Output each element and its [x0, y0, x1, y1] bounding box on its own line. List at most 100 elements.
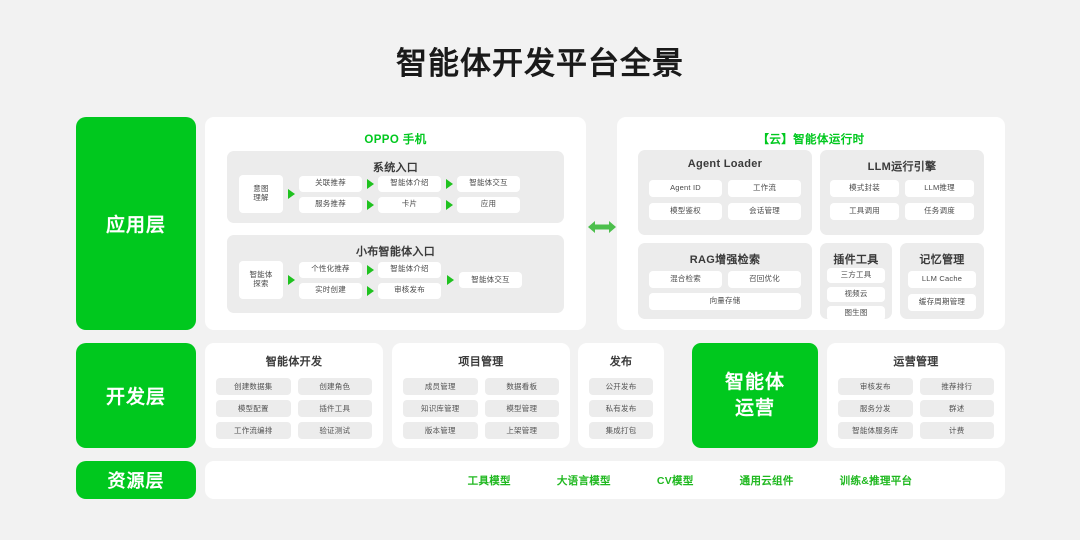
group-rag-retrieval-title: RAG增强检索 [689, 254, 761, 266]
card-project-management-title: 项目管理 [458, 356, 504, 368]
chip-agent-interaction: 智能体交互 [457, 175, 520, 192]
card-project-management: 项目管理 成员管理 数据看板 知识库管理 模型管理 版本管理 上架管理 [392, 343, 570, 448]
chip-validation-test: 验证测试 [297, 422, 372, 439]
chip-image-generation: 图生图 [827, 306, 885, 321]
arrow-right-icon [445, 178, 453, 189]
chip-session-manage: 会话管理 [728, 203, 801, 220]
chip-billing: 计费 [919, 422, 994, 439]
cloud-runtime-panel-title: 【云】智能体运行时 [757, 134, 865, 146]
card-publish-grid: 公开发布 私有发布 集成打包 [578, 369, 664, 439]
chip-intent-line2: 理解 [253, 193, 269, 202]
chip-tool-invocation: 工具调用 [830, 203, 899, 220]
group-llm-engine-title: LLM运行引擎 [867, 161, 937, 173]
chip-agent-intro: 智能体介绍 [378, 175, 441, 192]
chip-plugin-tools: 插件工具 [297, 400, 372, 417]
card-agent-development: 智能体开发 创建数据集 创建角色 模型配置 插件工具 工作流编排 验证测试 [205, 343, 383, 448]
group-memory-management-title: 记忆管理 [919, 254, 965, 266]
arrow-right-icon [366, 199, 374, 210]
group-memory-management: 记忆管理 LLM Cache 缓存周期管理 [900, 243, 984, 319]
chip-agent-interaction-2: 智能体交互 [459, 272, 522, 288]
chip-personalized-recommend: 个性化推荐 [299, 261, 362, 278]
chip-recommendation-ranking: 推荐排行 [919, 378, 994, 395]
card-agent-operation-label: 智能体 运营 [725, 370, 785, 421]
chip-card: 卡片 [378, 196, 441, 213]
chip-knowledge-base-management: 知识库管理 [403, 400, 478, 417]
resource-layer-panel: 工具模型 大语言模型 CV模型 通用云组件 训练&推理平台 [205, 461, 1005, 499]
chip-cache-cycle-management: 缓存周期管理 [908, 294, 976, 311]
arrow-right-icon [366, 264, 374, 275]
chip-workflow-orchestration: 工作流编排 [216, 422, 291, 439]
chip-agent-explore: 智能体 探索 [239, 261, 283, 299]
layer-label-application: 应用层 [76, 117, 196, 330]
chip-model-auth: 模型鉴权 [649, 203, 722, 220]
chip-llm-cache: LLM Cache [908, 271, 976, 288]
chip-agent-id: Agent ID [649, 180, 722, 197]
layer-label-development-text: 开发层 [105, 387, 166, 408]
card-publish: 发布 公开发布 私有发布 集成打包 [578, 343, 664, 448]
layer-label-resource-text: 资源层 [107, 471, 165, 491]
arrow-right-icon [287, 189, 295, 199]
chip-video-cloud: 视频云 [827, 287, 885, 302]
chip-listing-management: 上架管理 [484, 422, 559, 439]
resource-item-tool-model: 工具模型 [467, 474, 511, 487]
chip-third-party-tools: 三方工具 [827, 268, 885, 283]
chip-create-role: 创建角色 [297, 378, 372, 395]
oppo-phone-panel-title: OPPO 手机 [364, 134, 427, 146]
chip-llm-inference: LLM推理 [905, 180, 974, 197]
resource-item-general-cloud-components: 通用云组件 [739, 474, 794, 487]
cloud-runtime-panel: 【云】智能体运行时 Agent Loader Agent ID 工作流 模型鉴权… [617, 117, 1005, 330]
chip-intent-line1: 意图 [253, 184, 269, 194]
arrow-right-icon [366, 285, 374, 296]
chip-service-recommend: 服务推荐 [299, 196, 362, 213]
arrow-right-icon [287, 275, 295, 285]
chip-task-scheduling: 任务调度 [905, 203, 974, 220]
card-agent-development-title: 智能体开发 [265, 356, 323, 368]
card-operations-management: 运营管理 审核发布 推荐排行 服务分发 群述 智能体服务库 计费 [827, 343, 1005, 448]
layer-label-development: 开发层 [76, 343, 196, 448]
resource-item-cv-model: CV模型 [656, 474, 694, 487]
card-operations-management-title: 运营管理 [893, 356, 939, 368]
chip-agent-explore-line2: 探索 [253, 279, 269, 288]
chip-agent-service-library: 智能体服务库 [838, 422, 913, 439]
group-system-entry: 系统入口 意图 理解 关联推荐 服务推荐 智能体介绍 [227, 151, 564, 223]
chip-vector-storage: 向量存储 [649, 293, 801, 310]
chip-group-description: 群述 [919, 400, 994, 417]
card-operations-management-grid: 审核发布 推荐排行 服务分发 群述 智能体服务库 计费 [827, 369, 1005, 439]
card-agent-development-grid: 创建数据集 创建角色 模型配置 插件工具 工作流编排 验证测试 [205, 369, 383, 439]
chip-agent-intro-2: 智能体介绍 [378, 261, 441, 278]
resource-item-llm: 大语言模型 [556, 474, 611, 487]
arrow-right-icon [446, 275, 454, 285]
group-rag-retrieval: RAG增强检索 混合检索 召回优化 向量存储 [638, 243, 812, 319]
group-agent-loader: Agent Loader Agent ID 工作流 模型鉴权 会话管理 [638, 150, 812, 235]
group-plugin-tools: 插件工具 三方工具 视频云 图生图 [820, 243, 892, 321]
chip-hybrid-retrieval: 混合检索 [649, 271, 722, 288]
chip-create-dataset: 创建数据集 [216, 378, 291, 395]
card-project-management-grid: 成员管理 数据看板 知识库管理 模型管理 版本管理 上架管理 [392, 369, 570, 439]
arrow-right-icon [445, 199, 453, 210]
page-title: 智能体开发平台全景 [396, 46, 684, 81]
chip-review-publish-ops: 审核发布 [838, 378, 913, 395]
resource-item-training-inference-platform: 训练&推理平台 [839, 474, 913, 487]
chip-recall-optimization: 召回优化 [728, 271, 801, 288]
arrow-right-icon [366, 178, 374, 189]
group-system-entry-title: 系统入口 [372, 162, 419, 174]
double-arrow-svg [588, 221, 616, 233]
chip-service-distribution: 服务分发 [838, 400, 913, 417]
group-llm-engine: LLM运行引擎 模式封装 LLM推理 工具调用 任务调度 [820, 150, 984, 235]
chip-version-management: 版本管理 [403, 422, 478, 439]
layer-label-resource: 资源层 [76, 461, 196, 499]
chip-member-management: 成员管理 [403, 378, 478, 395]
chip-agent-explore-line1: 智能体 [249, 270, 273, 280]
chip-realtime-create: 实时创建 [299, 282, 362, 299]
chip-integration-packaging: 集成打包 [589, 422, 653, 439]
chip-private-publish: 私有发布 [589, 400, 653, 417]
group-xiaobu-agent-entry: 小布智能体入口 智能体 探索 个性化推荐 实时创建 智能体 [227, 235, 564, 313]
card-agent-operation-highlight: 智能体 运营 [692, 343, 818, 448]
group-plugin-tools-title: 插件工具 [833, 254, 879, 266]
card-agent-operation-line2: 运营 [734, 397, 775, 419]
chip-pattern-encapsulation: 模式封装 [830, 180, 899, 197]
chip-model-management: 模型管理 [484, 400, 559, 417]
chip-data-dashboard: 数据看板 [484, 378, 559, 395]
chip-application: 应用 [457, 196, 520, 213]
